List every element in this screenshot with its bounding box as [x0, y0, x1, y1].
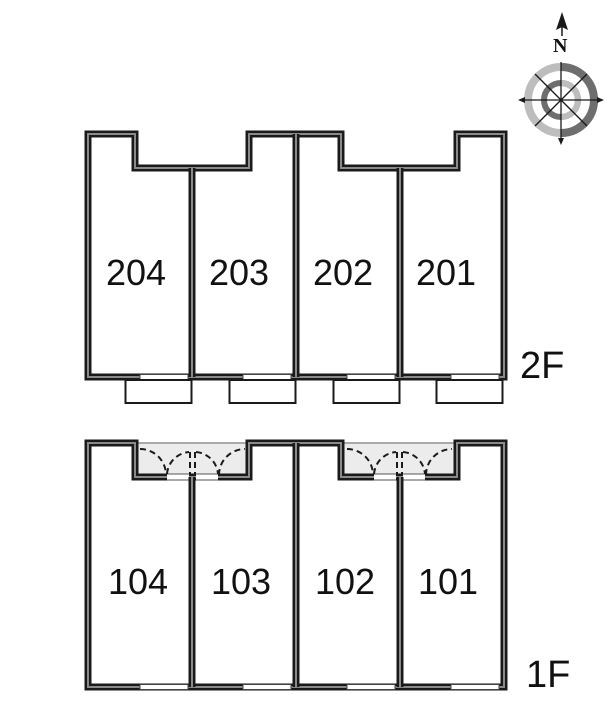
windows-1f	[139, 684, 500, 690]
entry-porch-104-103	[137, 444, 247, 476]
floor-1f	[84, 439, 508, 691]
unit-label-203: 203	[209, 252, 270, 293]
floor-label-1f: 1F	[526, 654, 571, 696]
floor-2f	[84, 130, 508, 404]
unit-label-104: 104	[108, 561, 169, 602]
unit-label-103: 103	[211, 561, 272, 602]
partition-walls	[188, 134, 404, 377]
unit-label-204: 204	[106, 252, 167, 293]
balconies-2f	[124, 379, 504, 404]
unit-label-101: 101	[418, 561, 479, 602]
door-swing-icons	[139, 448, 453, 476]
unit-label-102: 102	[315, 561, 376, 602]
compass-rose-icon	[518, 12, 604, 145]
unit-label-201: 201	[416, 252, 477, 293]
entry-porch-102-101	[344, 444, 454, 476]
unit-label-202: 202	[313, 252, 374, 293]
floor-label-2f: 2F	[520, 345, 565, 387]
partition-walls	[188, 443, 404, 687]
compass-north-label: N	[553, 35, 568, 57]
